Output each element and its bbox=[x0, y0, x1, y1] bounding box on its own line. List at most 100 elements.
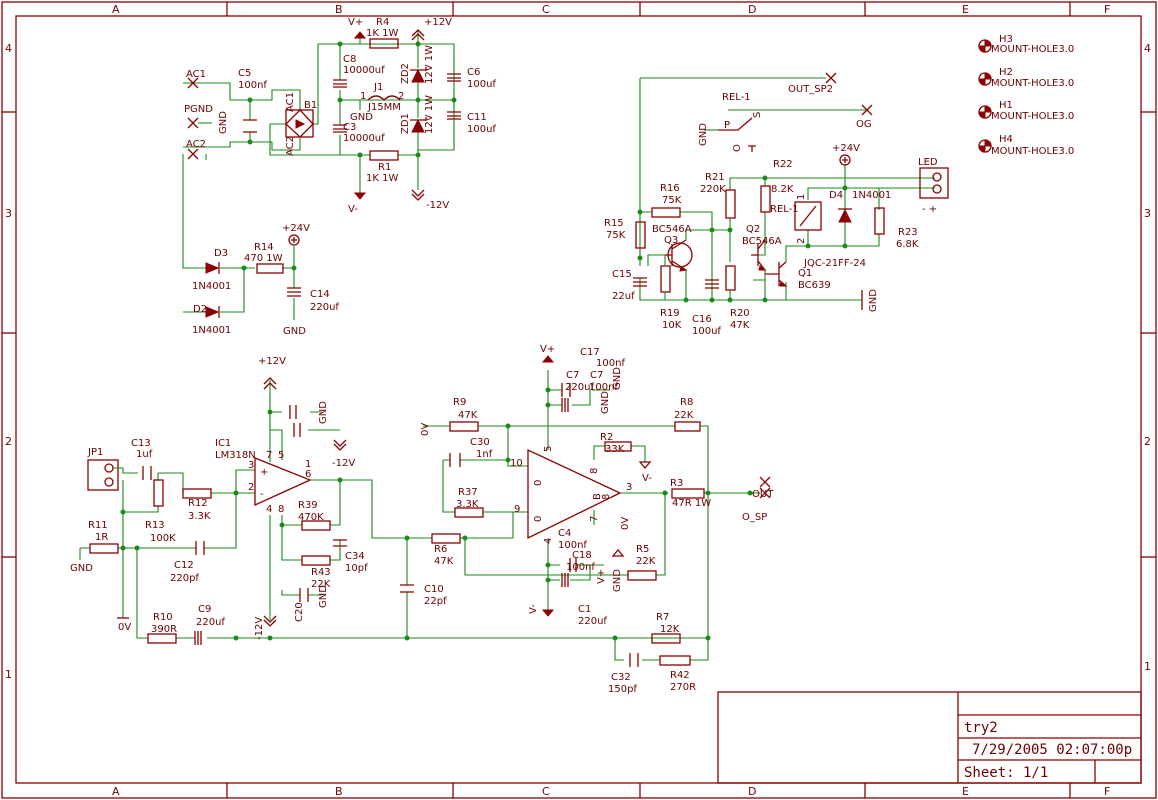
led-polarity: - + bbox=[922, 204, 937, 215]
c4-ref: C4 bbox=[558, 528, 571, 539]
zero-v-label-left: 0V bbox=[118, 622, 131, 633]
vplus-arrow-icon bbox=[353, 31, 367, 39]
q3-transistor-icon bbox=[665, 239, 693, 272]
r3-value: 47R 1W bbox=[672, 498, 711, 509]
ac2-connector-icon bbox=[187, 148, 199, 160]
pgnd-label: PGND bbox=[184, 104, 213, 115]
d2-ref: D2 bbox=[193, 304, 207, 315]
vplus-arrow-c18-icon bbox=[611, 548, 625, 557]
r15-value: 75K bbox=[606, 230, 626, 241]
m12v-arrow-icon bbox=[411, 189, 425, 201]
mount-hole-h4-icon bbox=[978, 139, 992, 153]
c18-value: 100nf bbox=[566, 562, 595, 573]
r19-value: 10K bbox=[662, 320, 682, 331]
r11-value: 1R bbox=[95, 532, 108, 543]
vplus-label-c18: V+ bbox=[596, 569, 607, 584]
r43-ref: R43 bbox=[311, 567, 331, 578]
r8-value: 22K bbox=[674, 410, 694, 421]
r23-value: 6.8K bbox=[896, 239, 919, 250]
c18-capacitor-icon bbox=[569, 558, 577, 572]
gnd-label-pgnd: GND bbox=[218, 111, 229, 134]
q1-transistor-icon bbox=[765, 261, 788, 287]
ic1-pin4: 4 bbox=[266, 504, 272, 515]
vminus-label-amp: V- bbox=[528, 604, 539, 614]
drawing-title: try2 bbox=[964, 720, 998, 736]
c5-capacitor-icon bbox=[243, 119, 257, 133]
h4-value: MOUNT-HOLE3.0 bbox=[991, 146, 1074, 157]
ac1-connector-icon bbox=[187, 77, 199, 89]
gnd-label-j1: GND bbox=[350, 112, 373, 123]
r20-ref: R20 bbox=[730, 308, 750, 319]
r1-value: 1K 1W bbox=[366, 173, 398, 184]
p24v-terminal-icon bbox=[288, 234, 300, 246]
c8-ref: C8 bbox=[343, 54, 356, 65]
j1-ref: J1 bbox=[373, 82, 383, 93]
vplus-label-amp: V+ bbox=[540, 344, 555, 355]
c30-ref: C30 bbox=[470, 437, 490, 448]
r3-resistor-icon bbox=[671, 488, 705, 499]
vminus-arrow-amp-icon bbox=[541, 609, 555, 617]
amp-pin-b: B bbox=[592, 493, 603, 500]
r11-ref: R11 bbox=[88, 520, 108, 531]
rel1-pin-p: P bbox=[724, 120, 730, 131]
r6-resistor-icon bbox=[431, 533, 461, 544]
c17-ref: C17 bbox=[580, 347, 600, 358]
c16-value: 100uf bbox=[692, 326, 721, 337]
row-label-left-2: 2 bbox=[5, 435, 12, 448]
out-sp2-connector-icon bbox=[825, 72, 837, 84]
h3-value: MOUNT-HOLE3.0 bbox=[991, 44, 1074, 55]
c7-capacitor-icon bbox=[561, 398, 569, 412]
r11-resistor-icon bbox=[89, 543, 119, 554]
gnd-label-c1: GND bbox=[612, 569, 623, 592]
c7-value: 220uf bbox=[565, 382, 594, 393]
ic1-pin6: 6 bbox=[305, 469, 311, 480]
amplifier-section: JP1 C13 1uf R13 100K R12 3.3K R11 1R GND… bbox=[70, 344, 774, 695]
row-label-right-4: 4 bbox=[1144, 42, 1151, 55]
r16-resistor-icon bbox=[651, 207, 681, 218]
r22-value: 8.2K bbox=[771, 184, 794, 195]
c12-capacitor-icon bbox=[195, 541, 205, 555]
cap-decouple-top-icon bbox=[289, 405, 297, 419]
amp-pin3: 3 bbox=[626, 482, 632, 493]
p12v-arrow-amp-icon bbox=[263, 377, 277, 390]
amp-pin-0b: 0 bbox=[533, 516, 544, 522]
c1-capacitor-icon bbox=[561, 573, 569, 587]
pgnd-connector-icon bbox=[187, 117, 199, 129]
r13-ref: R13 bbox=[145, 520, 165, 531]
zd1-value: 12V 1W bbox=[424, 95, 435, 134]
ac2-label: AC2 bbox=[186, 139, 206, 150]
title-block: try2 7/29/2005 02:07:00p Sheet: 1/1 bbox=[717, 691, 1142, 784]
power-supply-section: AC1 PGND AC2 GND C5 100nf B1 AC1 AC2 R4 … bbox=[182, 17, 496, 337]
row-label-left-3: 3 bbox=[5, 207, 12, 220]
col-label-top-f: F bbox=[1104, 3, 1110, 16]
ic1-plus: + bbox=[260, 467, 268, 478]
c10-value: 22pf bbox=[424, 596, 447, 607]
led-label: LED bbox=[918, 157, 938, 168]
mount-hole-h2-icon bbox=[978, 72, 992, 86]
r20-value: 47K bbox=[730, 320, 750, 331]
c8-capacitor-icon bbox=[333, 79, 347, 88]
r8-ref: R8 bbox=[680, 397, 693, 408]
p12v-arrow-icon bbox=[411, 29, 425, 41]
h1-ref: H1 bbox=[999, 100, 1013, 111]
col-label-top-e: E bbox=[962, 3, 969, 16]
c14-ref: C14 bbox=[310, 289, 330, 300]
c1-value: 220uf bbox=[578, 616, 607, 627]
row-label-right-2: 2 bbox=[1144, 435, 1151, 448]
ic1-ref: IC1 bbox=[215, 438, 231, 449]
r42-value: 270R bbox=[670, 682, 696, 693]
r3-ref: R3 bbox=[670, 478, 683, 489]
gnd-label-c14: GND bbox=[283, 326, 306, 337]
q1-value: BC639 bbox=[798, 280, 831, 291]
h4-ref: H4 bbox=[999, 134, 1013, 145]
p12v-label-top: +12V bbox=[424, 17, 452, 28]
p24v-label-relay: +24V bbox=[832, 143, 860, 154]
c11-capacitor-icon bbox=[447, 111, 461, 120]
r10-ref: R10 bbox=[153, 612, 173, 623]
col-label-bottom-f: F bbox=[1104, 785, 1110, 798]
col-label-top-a: A bbox=[112, 3, 120, 16]
c17-value: 100nf bbox=[596, 358, 625, 369]
m12v-label-amp: -12V bbox=[254, 617, 265, 640]
b1-ac2: AC2 bbox=[285, 136, 296, 156]
c12-ref: C12 bbox=[174, 560, 194, 571]
